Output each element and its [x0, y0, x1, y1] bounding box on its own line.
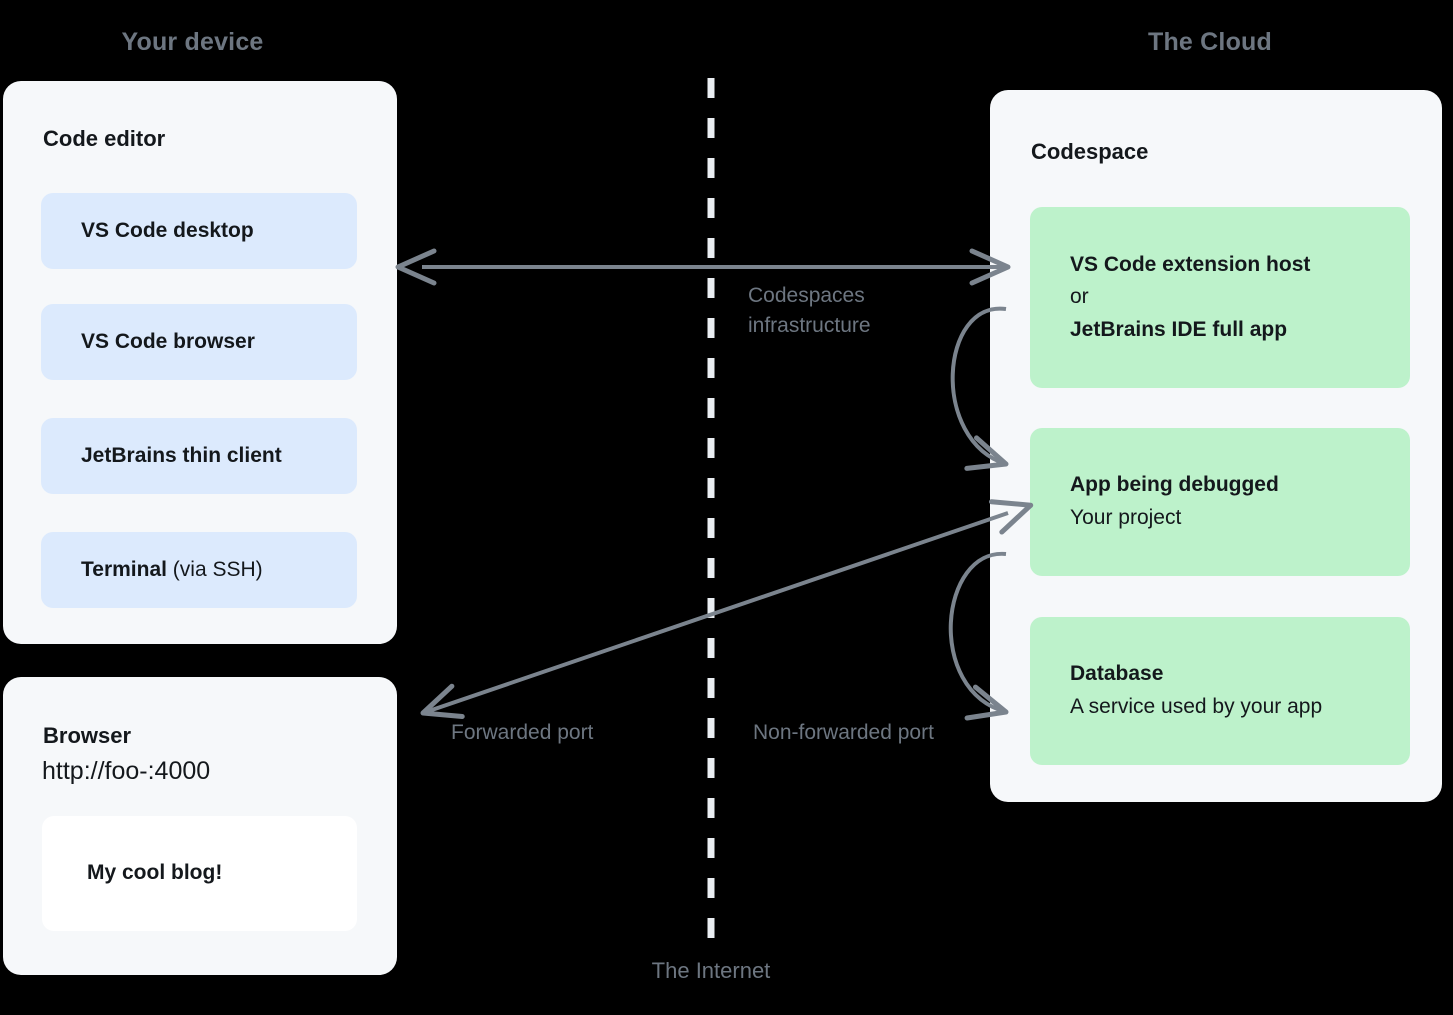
chip-jetbrains-thin-client[interactable]: JetBrains thin client	[41, 418, 357, 494]
chip-vs-code-desktop-label: VS Code desktop	[41, 215, 254, 248]
codespace-heading: Codespace	[1031, 139, 1149, 164]
chip-terminal-bold: Terminal	[81, 557, 167, 581]
browser-url-text: http://foo-:4000	[42, 757, 211, 785]
label-the-internet: The Internet	[651, 958, 771, 983]
chip-extension-host-line1: VS Code extension host	[1070, 252, 1311, 276]
blog-preview-title: My cool blog!	[42, 857, 222, 890]
chip-database-line2: A service used by your app	[1070, 695, 1323, 718]
chip-vs-code-extension-host[interactable]: VS Code extension host or JetBrains IDE …	[1030, 207, 1410, 388]
chip-app-debugged-line2: Your project	[1070, 506, 1182, 529]
arrow-forwarded-port	[420, 499, 1034, 719]
browser-heading: Browser	[43, 723, 132, 748]
blog-preview-card[interactable]: My cool blog!	[42, 816, 357, 931]
chip-app-debugged-label: App being debugged Your project	[1030, 469, 1279, 534]
chip-vs-code-browser-label: VS Code browser	[41, 326, 255, 359]
code-editor-heading: Code editor	[43, 126, 166, 151]
chip-extension-host-line2: or	[1070, 285, 1089, 309]
region-title-your-device: Your device	[121, 28, 264, 56]
label-codespaces-infrastructure: Codespaces infrastructure	[748, 284, 871, 338]
chip-vs-code-browser[interactable]: VS Code browser	[41, 304, 357, 380]
chip-database-label: Database A service used by your app	[1030, 658, 1322, 723]
chip-vs-code-browser-bold: VS Code browser	[81, 329, 255, 353]
region-title-the-cloud: The Cloud	[1147, 28, 1272, 56]
chip-extension-host-label: VS Code extension host or JetBrains IDE …	[1030, 249, 1310, 347]
label-non-forwarded-port: Non-forwarded port	[753, 721, 934, 744]
chip-app-being-debugged[interactable]: App being debugged Your project	[1030, 428, 1410, 576]
chip-jetbrains-thin-client-bold: JetBrains thin client	[81, 443, 282, 467]
label-forwarded-port: Forwarded port	[451, 721, 594, 744]
chip-database-line1: Database	[1070, 662, 1164, 686]
chip-vs-code-desktop[interactable]: VS Code desktop	[41, 193, 357, 269]
chip-terminal-ssh-label: Terminal (via SSH)	[41, 554, 263, 587]
chip-terminal-ssh[interactable]: Terminal (via SSH)	[41, 532, 357, 608]
blog-preview-title-text: My cool blog!	[87, 861, 223, 885]
chip-app-debugged-line1: App being debugged	[1070, 473, 1279, 497]
chip-jetbrains-thin-client-label: JetBrains thin client	[41, 440, 282, 473]
chip-extension-host-line3: JetBrains IDE full app	[1070, 317, 1288, 341]
chip-terminal-rest: (via SSH)	[166, 557, 263, 581]
chip-database[interactable]: Database A service used by your app	[1030, 617, 1410, 765]
chip-vs-code-desktop-bold: VS Code desktop	[81, 218, 254, 242]
